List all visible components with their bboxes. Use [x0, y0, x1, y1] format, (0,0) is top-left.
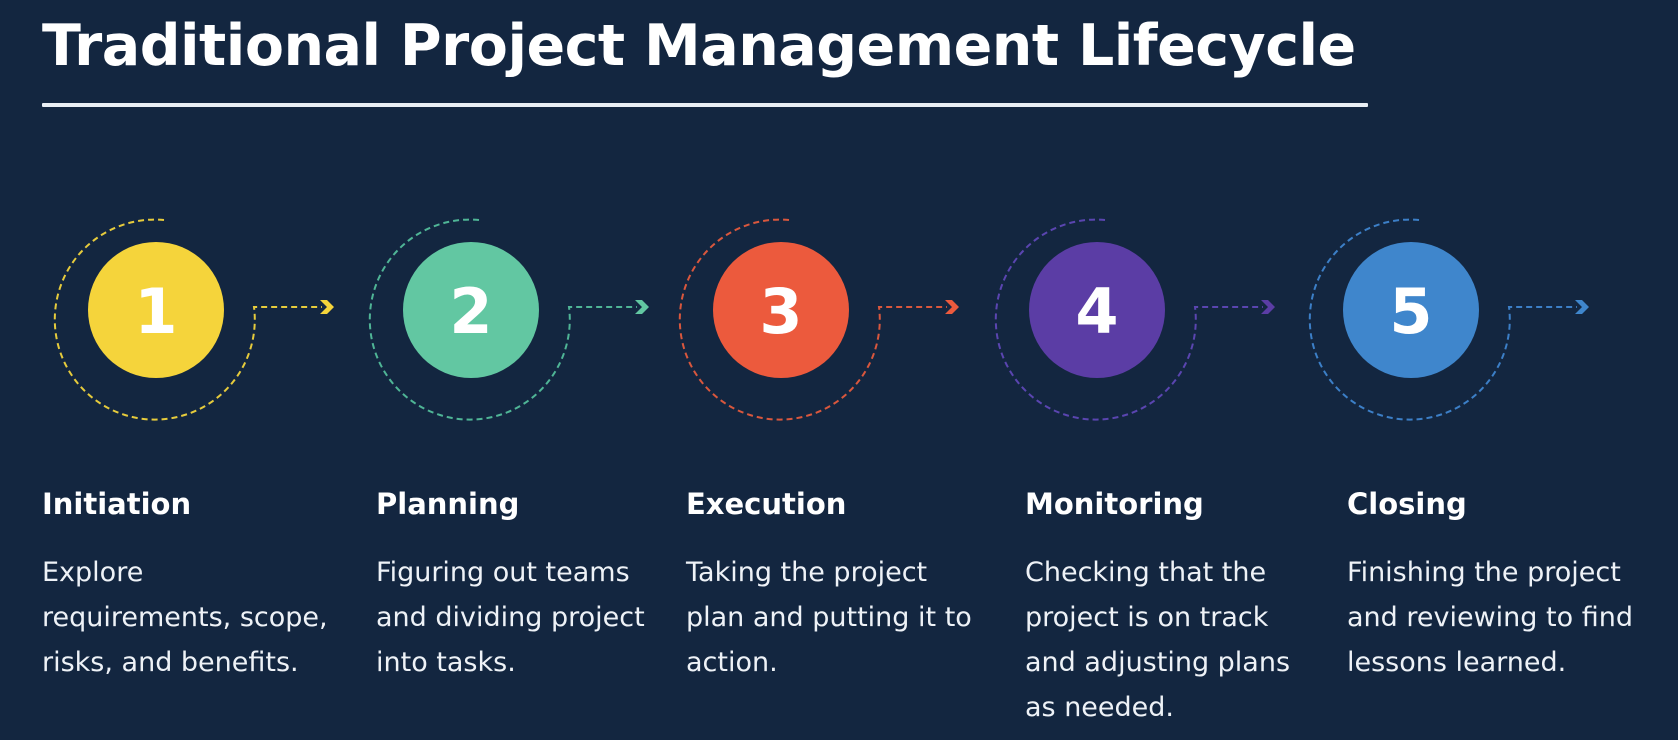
dashed-ring — [368, 218, 637, 421]
step-circle — [713, 242, 849, 378]
stage-description: Taking the project plan and putting it t… — [686, 557, 972, 678]
stage-description: Figuring out teams and dividing project … — [376, 557, 645, 678]
stage-description: Checking that the project is on track an… — [1025, 557, 1291, 723]
chevron-right-icon — [945, 300, 959, 314]
stage-initiation: 1 Initiation Explore requirements, scope… — [42, 0, 372, 740]
stage-heading: Planning — [376, 487, 520, 521]
step-number: 5 — [1389, 275, 1432, 348]
stage-monitoring: 4 Monitoring Checking that the project i… — [994, 0, 1355, 740]
page-title: Traditional Project Management Lifecycle — [42, 13, 1356, 79]
stage-closing: 5 Closing Finishing the project and revi… — [1308, 0, 1677, 740]
stage-heading: Monitoring — [1025, 487, 1204, 521]
stage-execution: 3 Execution Taking the project plan and … — [678, 0, 1016, 740]
step-number: 3 — [759, 275, 802, 348]
step-circle — [88, 242, 224, 378]
stage-graphic: 4 — [994, 218, 1275, 421]
stage-planning: 2 Planning Figuring out teams and dividi… — [368, 0, 706, 740]
step-circle — [403, 242, 539, 378]
chevron-right-icon — [320, 300, 334, 314]
dashed-ring — [678, 218, 947, 421]
dashed-ring — [53, 218, 322, 421]
stage-heading: Execution — [686, 487, 847, 521]
stage-description: Finishing the project and reviewing to f… — [1347, 557, 1633, 678]
chevron-right-icon — [635, 300, 649, 314]
stage-heading: Initiation — [42, 487, 192, 521]
stage-graphic: 3 — [678, 218, 959, 421]
step-number: 1 — [134, 275, 177, 348]
step-number: 2 — [449, 275, 492, 348]
step-circle — [1343, 242, 1479, 378]
step-circle — [1029, 242, 1165, 378]
stage-description: Explore requirements, scope, risks, and … — [42, 557, 328, 678]
chevron-right-icon — [1261, 300, 1275, 314]
title-divider — [42, 103, 1368, 107]
stage-graphic: 1 — [53, 218, 334, 421]
dashed-ring — [994, 218, 1263, 421]
step-number: 4 — [1075, 275, 1118, 348]
dashed-ring — [1308, 218, 1577, 421]
stage-graphic: 5 — [1308, 218, 1589, 421]
stage-heading: Closing — [1347, 487, 1467, 521]
chevron-right-icon — [1575, 300, 1589, 314]
stage-graphic: 2 — [368, 218, 649, 421]
